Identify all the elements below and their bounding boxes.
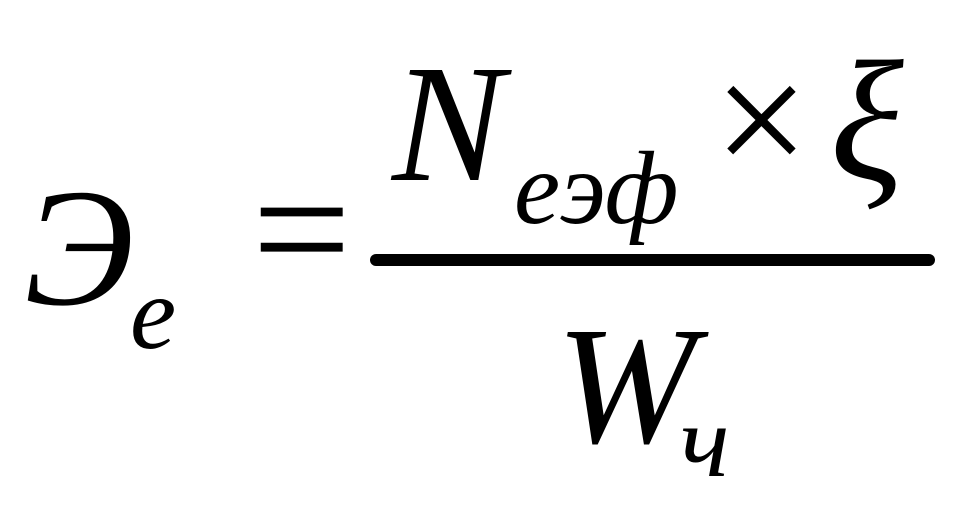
times-sign: × bbox=[714, 27, 809, 213]
fraction-bar bbox=[370, 254, 935, 266]
equals-sign: = bbox=[252, 132, 352, 327]
denominator-main: W bbox=[556, 293, 696, 479]
numerator-main: N bbox=[392, 31, 505, 217]
lhs-symbol: Э bbox=[24, 155, 135, 341]
denominator-subscript: ч bbox=[680, 384, 730, 499]
numerator-factor: ξ bbox=[830, 27, 904, 217]
numerator-subscript: eэф bbox=[514, 131, 679, 246]
lhs-subscript: e bbox=[130, 256, 177, 371]
